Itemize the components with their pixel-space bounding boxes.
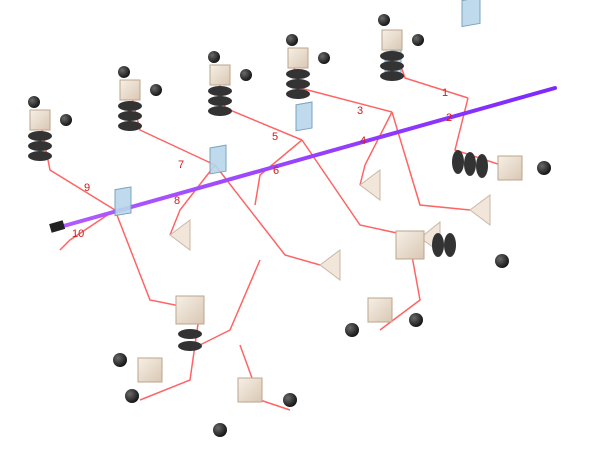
label-2: 2 bbox=[446, 112, 452, 124]
label-5: 5 bbox=[272, 131, 278, 143]
label-1: 1 bbox=[442, 87, 448, 99]
label-10: 10 bbox=[72, 228, 84, 240]
labels: 1 2 3 4 5 6 7 8 9 10 bbox=[72, 87, 452, 240]
label-4: 4 bbox=[360, 135, 366, 147]
pump-crystals bbox=[114, 0, 481, 217]
lower-cluster bbox=[113, 230, 509, 437]
label-6: 6 bbox=[273, 165, 279, 177]
prisms bbox=[169, 169, 491, 281]
label-7: 7 bbox=[178, 159, 184, 171]
label-8: 8 bbox=[174, 195, 180, 207]
pump-beam bbox=[49, 86, 557, 233]
upper-arms bbox=[28, 14, 424, 161]
right-arm bbox=[452, 150, 551, 181]
label-3: 3 bbox=[357, 105, 363, 117]
label-9: 9 bbox=[84, 182, 90, 194]
laser-head bbox=[49, 220, 66, 233]
